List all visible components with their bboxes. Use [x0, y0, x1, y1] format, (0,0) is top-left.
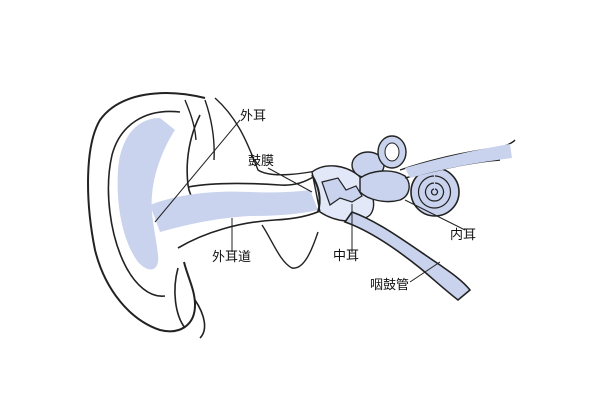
leader-eustachian-tube	[409, 261, 441, 283]
label-eustachian-tube: 咽鼓管	[370, 278, 410, 293]
label-inner-ear: 内耳	[450, 228, 477, 243]
leader-inner-ear	[404, 199, 466, 231]
label-middle-ear: 中耳	[333, 249, 360, 264]
label-outer-ear: 外耳	[240, 109, 267, 124]
auditory-nerve-fill	[405, 144, 512, 178]
leader-eardrum	[267, 167, 313, 193]
eustachian-tube-fill	[343, 211, 472, 302]
ear-lobe	[174, 267, 206, 339]
skull-contour	[214, 97, 331, 176]
label-eardrum: 鼓膜	[248, 154, 275, 169]
pinna-rim	[87, 92, 206, 333]
leader-outer-ear	[154, 119, 241, 223]
cochlea-spiral	[417, 175, 452, 209]
skull-lower-contour	[261, 224, 319, 269]
helix-top	[184, 99, 215, 161]
vestibule	[359, 170, 410, 203]
label-ear-canal: 外耳道	[212, 250, 252, 265]
ear-canal-lower-wall	[177, 209, 323, 249]
pinna-fold	[107, 110, 181, 297]
eardrum-membrane	[311, 174, 321, 213]
ear-canal-upper-wall	[187, 175, 316, 188]
ossicles	[321, 177, 363, 206]
ear-canal-fill	[150, 190, 318, 232]
pinna-inner-fill	[117, 118, 175, 270]
semicircular-canal-inner	[384, 142, 400, 162]
